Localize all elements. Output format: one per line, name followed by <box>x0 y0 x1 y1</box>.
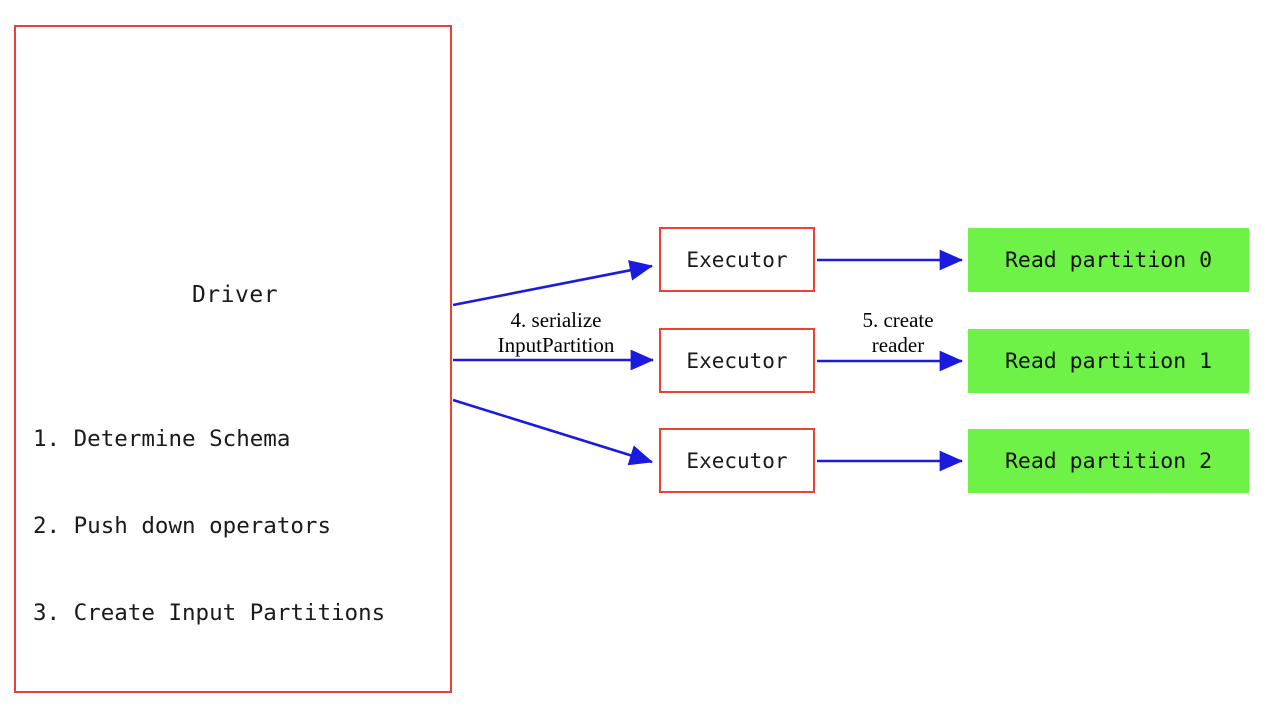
arrow-label-serialize-input-partition: 4. serialize InputPartition <box>470 308 642 358</box>
executor-box-1: Executor <box>659 328 815 393</box>
arrow-label-create-reader: 5. create reader <box>830 308 966 358</box>
arrow-label-serialize-line-1: 4. serialize <box>510 308 602 332</box>
arrow-label-create-line-2: reader <box>871 333 925 357</box>
driver-step-1: 1. Determine Schema <box>33 426 291 452</box>
executor-box-2: Executor <box>659 428 815 493</box>
driver-title: Driver <box>191 282 279 308</box>
arrow-driver-to-executor-0 <box>452 260 654 307</box>
read-partition-box-1: Read partition 1 <box>968 329 1249 393</box>
read-partition-box-0: Read partition 0 <box>968 228 1249 292</box>
driver-step-3: 3. Create Input Partitions <box>33 600 386 626</box>
executor-box-0: Executor <box>659 227 815 292</box>
driver-steps-list: 1. Determine Schema 2. Push down operato… <box>33 367 385 686</box>
arrow-driver-to-executor-2 <box>452 398 653 466</box>
driver-box: Driver 1. Determine Schema 2. Push down … <box>14 25 452 693</box>
read-partition-box-2: Read partition 2 <box>968 429 1249 493</box>
arrow-label-create-line-1: 5. create <box>862 308 934 332</box>
driver-step-2: 2. Push down operators <box>33 513 332 539</box>
arrow-label-serialize-line-2: InputPartition <box>497 333 615 357</box>
